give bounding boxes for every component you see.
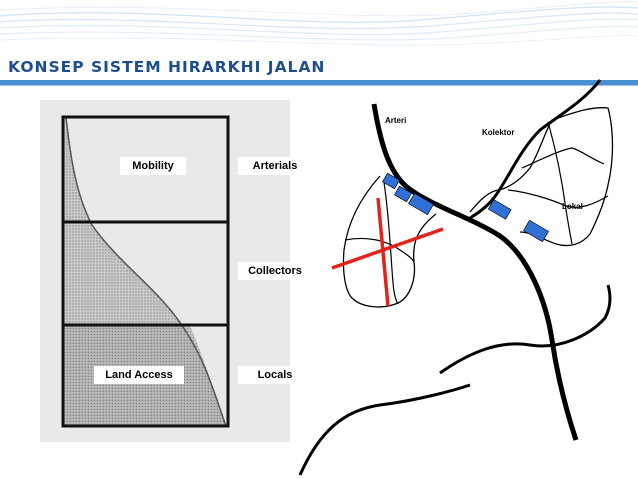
arteri-label: Arteri xyxy=(385,116,407,125)
title-underline-thin xyxy=(0,85,638,86)
parcel-5 xyxy=(523,219,549,243)
red-cross-line-1 xyxy=(376,197,390,307)
hierarchy-frame xyxy=(61,115,230,428)
title-underline xyxy=(0,80,638,85)
lokal-label: Lokal xyxy=(562,202,583,211)
header-swoosh-decoration xyxy=(0,1,638,46)
collector-road-top xyxy=(469,79,602,220)
parcel-2 xyxy=(394,185,412,203)
local-road-lower xyxy=(439,284,612,375)
red-cross-line-2 xyxy=(331,227,444,270)
local-block-left xyxy=(342,175,437,308)
mobility-access-curve xyxy=(65,117,227,427)
land-access-label: Land Access xyxy=(94,366,184,384)
kolektor-label: Kolektor xyxy=(482,128,515,137)
parcel-3 xyxy=(408,192,434,216)
local-block-right xyxy=(469,107,614,247)
arterial-road xyxy=(371,103,579,441)
local-road-bottom xyxy=(298,383,471,476)
locals-label: Locals xyxy=(238,366,312,384)
collectors-label: Collectors xyxy=(238,262,312,280)
arterials-label: Arterials xyxy=(238,157,312,175)
slide-title: KONSEP SISTEM HIRARKHI JALAN xyxy=(8,58,326,76)
mobility-label: Mobility xyxy=(120,157,186,175)
parcel-4 xyxy=(487,199,512,220)
parcel-1 xyxy=(382,172,400,190)
